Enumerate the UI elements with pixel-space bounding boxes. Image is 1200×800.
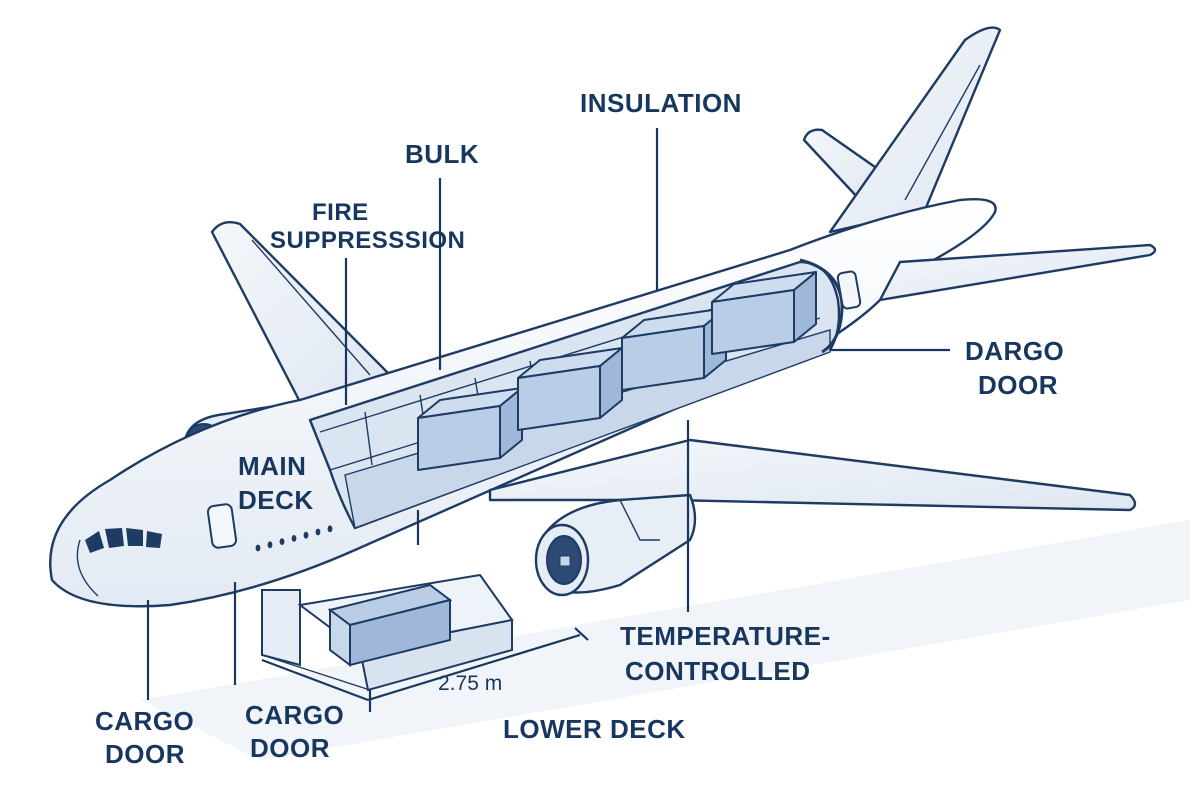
lower-deck-box — [261, 573, 514, 692]
label-insulation: INSULATION — [580, 88, 742, 118]
front-door — [206, 503, 238, 549]
main-deck-containers — [417, 271, 817, 471]
nose-cone — [76, 539, 99, 597]
label-cargo-door-mid-1: CARGO — [245, 700, 344, 730]
label-dargo-door-1: DARGO — [965, 336, 1064, 366]
porthole-window — [291, 535, 297, 542]
label-dimension: 2.75 m — [438, 672, 502, 695]
leader-lines — [146, 128, 950, 700]
rear-door — [836, 270, 862, 310]
tail-fin-line — [904, 64, 981, 201]
label-dargo-door-2: DOOR — [978, 370, 1058, 400]
porthole-window — [255, 544, 261, 552]
label-main-deck-2: DECK — [238, 485, 314, 515]
ground-shadow — [140, 520, 1190, 760]
label-temperature-2: CONTROLLED — [625, 656, 811, 686]
near-wing — [488, 438, 1137, 512]
porthole-window — [267, 541, 273, 549]
dimension-line — [261, 627, 589, 712]
far-wing-flap-line — [251, 239, 371, 376]
cargo-container — [517, 347, 623, 431]
label-cargo-door-mid-2: DOOR — [250, 733, 330, 763]
label-main-deck-1: MAIN — [238, 451, 306, 481]
porthole-window — [327, 525, 333, 533]
label-fire-2: SUPPRESSSION — [270, 227, 465, 254]
porthole-window — [279, 538, 285, 545]
porthole-window — [315, 528, 321, 536]
far-wing — [210, 221, 397, 404]
label-bulk: BULK — [405, 139, 479, 169]
label-fire-1: FIRE — [312, 199, 369, 226]
porthole-window — [303, 531, 309, 539]
porthole-windows — [255, 525, 333, 552]
cockpit-windows — [85, 528, 162, 553]
cargo-container — [711, 271, 817, 355]
cargo-container — [417, 387, 523, 471]
label-lower-deck: LOWER DECK — [503, 714, 686, 744]
label-cargo-door-left-1: CARGO — [95, 706, 194, 736]
label-cargo-door-left-2: DOOR — [105, 739, 185, 769]
near-stabilizer — [878, 243, 1157, 302]
near-engine — [534, 493, 697, 597]
tail-fin — [828, 26, 1002, 234]
label-temperature-1: TEMPERATURE- — [620, 621, 831, 651]
